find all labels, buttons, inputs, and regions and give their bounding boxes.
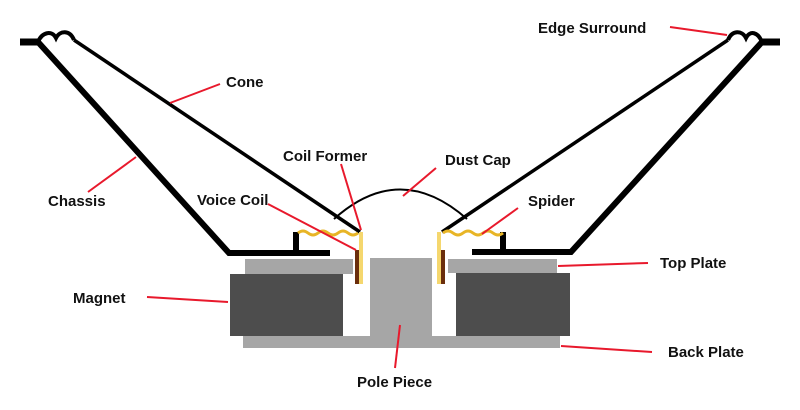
voice-coil-left	[355, 250, 359, 284]
edge-surround-left	[36, 30, 76, 43]
voice-coil-right	[441, 250, 445, 284]
label-back-plate: Back Plate	[668, 344, 744, 361]
label-top-plate: Top Plate	[660, 255, 726, 272]
cone-right	[441, 38, 729, 234]
leader-spider	[481, 207, 519, 235]
spider-right	[442, 229, 504, 237]
spider-left	[297, 229, 359, 237]
chassis-right	[472, 39, 765, 255]
leader-coil-former	[340, 163, 362, 231]
leader-pole-piece	[394, 324, 401, 369]
label-chassis: Chassis	[48, 193, 106, 210]
label-magnet: Magnet	[73, 290, 126, 307]
back-plate	[243, 336, 560, 348]
label-dust-cap: Dust Cap	[445, 152, 511, 169]
coil-former-left	[359, 232, 363, 284]
label-coil-former: Coil Former	[283, 148, 367, 165]
magnet-right	[456, 273, 570, 336]
top-plate-right	[448, 259, 557, 273]
dust-cap	[333, 188, 468, 220]
leader-dust-cap	[402, 167, 437, 197]
label-edge-surround: Edge Surround	[538, 20, 646, 37]
leader-magnet	[146, 296, 229, 303]
label-pole-piece: Pole Piece	[357, 374, 432, 391]
edge-surround-right	[726, 30, 764, 43]
leader-chassis	[87, 156, 137, 193]
magnet-left	[230, 274, 343, 336]
leader-back-plate	[560, 345, 653, 353]
pole-piece	[370, 258, 432, 338]
leader-voice-coil	[267, 203, 357, 251]
leader-edge-surround	[669, 26, 728, 36]
leader-top-plate	[557, 262, 649, 267]
label-spider: Spider	[528, 193, 575, 210]
cone-left	[73, 38, 361, 234]
top-plate-left	[245, 259, 353, 274]
label-voice-coil: Voice Coil	[197, 192, 268, 209]
label-cone: Cone	[226, 74, 264, 91]
coil-former-right	[437, 232, 441, 284]
leader-cone	[169, 83, 221, 104]
